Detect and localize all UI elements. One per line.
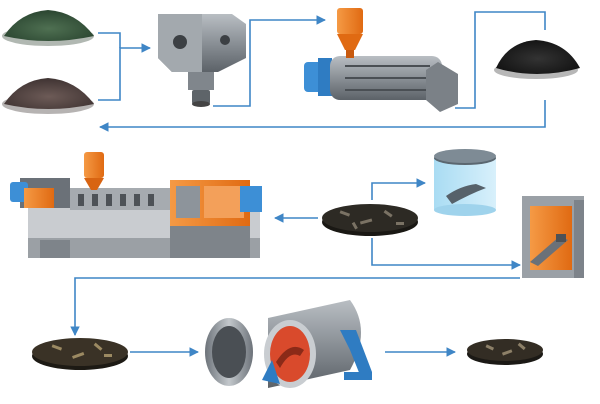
- arrow-disc-to-container: [371, 178, 426, 200]
- arrow-furnace-to-sintered: [70, 277, 520, 336]
- arrow-green-to-mixer: [98, 32, 121, 48]
- tube-furnace-icon: [205, 300, 372, 388]
- injection-molding-machine-icon: [10, 152, 262, 258]
- brown-powder-pile-icon: [2, 78, 94, 114]
- green-powder-pile-icon: [2, 10, 94, 46]
- extruder-granulator-icon: [304, 8, 458, 112]
- molded-disc-icon: [322, 204, 418, 236]
- final-part-disc-icon: [467, 339, 543, 365]
- black-granules-pile-icon: [494, 40, 580, 79]
- sintered-disc-icon: [32, 338, 128, 370]
- mixing-hopper-icon: [158, 14, 246, 107]
- arrow-granulator-to-granules: [455, 11, 546, 109]
- debinding-container-icon: [434, 149, 496, 216]
- sintering-furnace-icon: [522, 196, 584, 278]
- arrow-granules-back: [99, 100, 546, 132]
- arrow-brown-to-mixer: [98, 43, 151, 101]
- arrow-disc-to-furnace: [371, 238, 521, 270]
- arrow-mixer-to-granulator: [213, 15, 326, 107]
- flow-arrows: [70, 11, 546, 357]
